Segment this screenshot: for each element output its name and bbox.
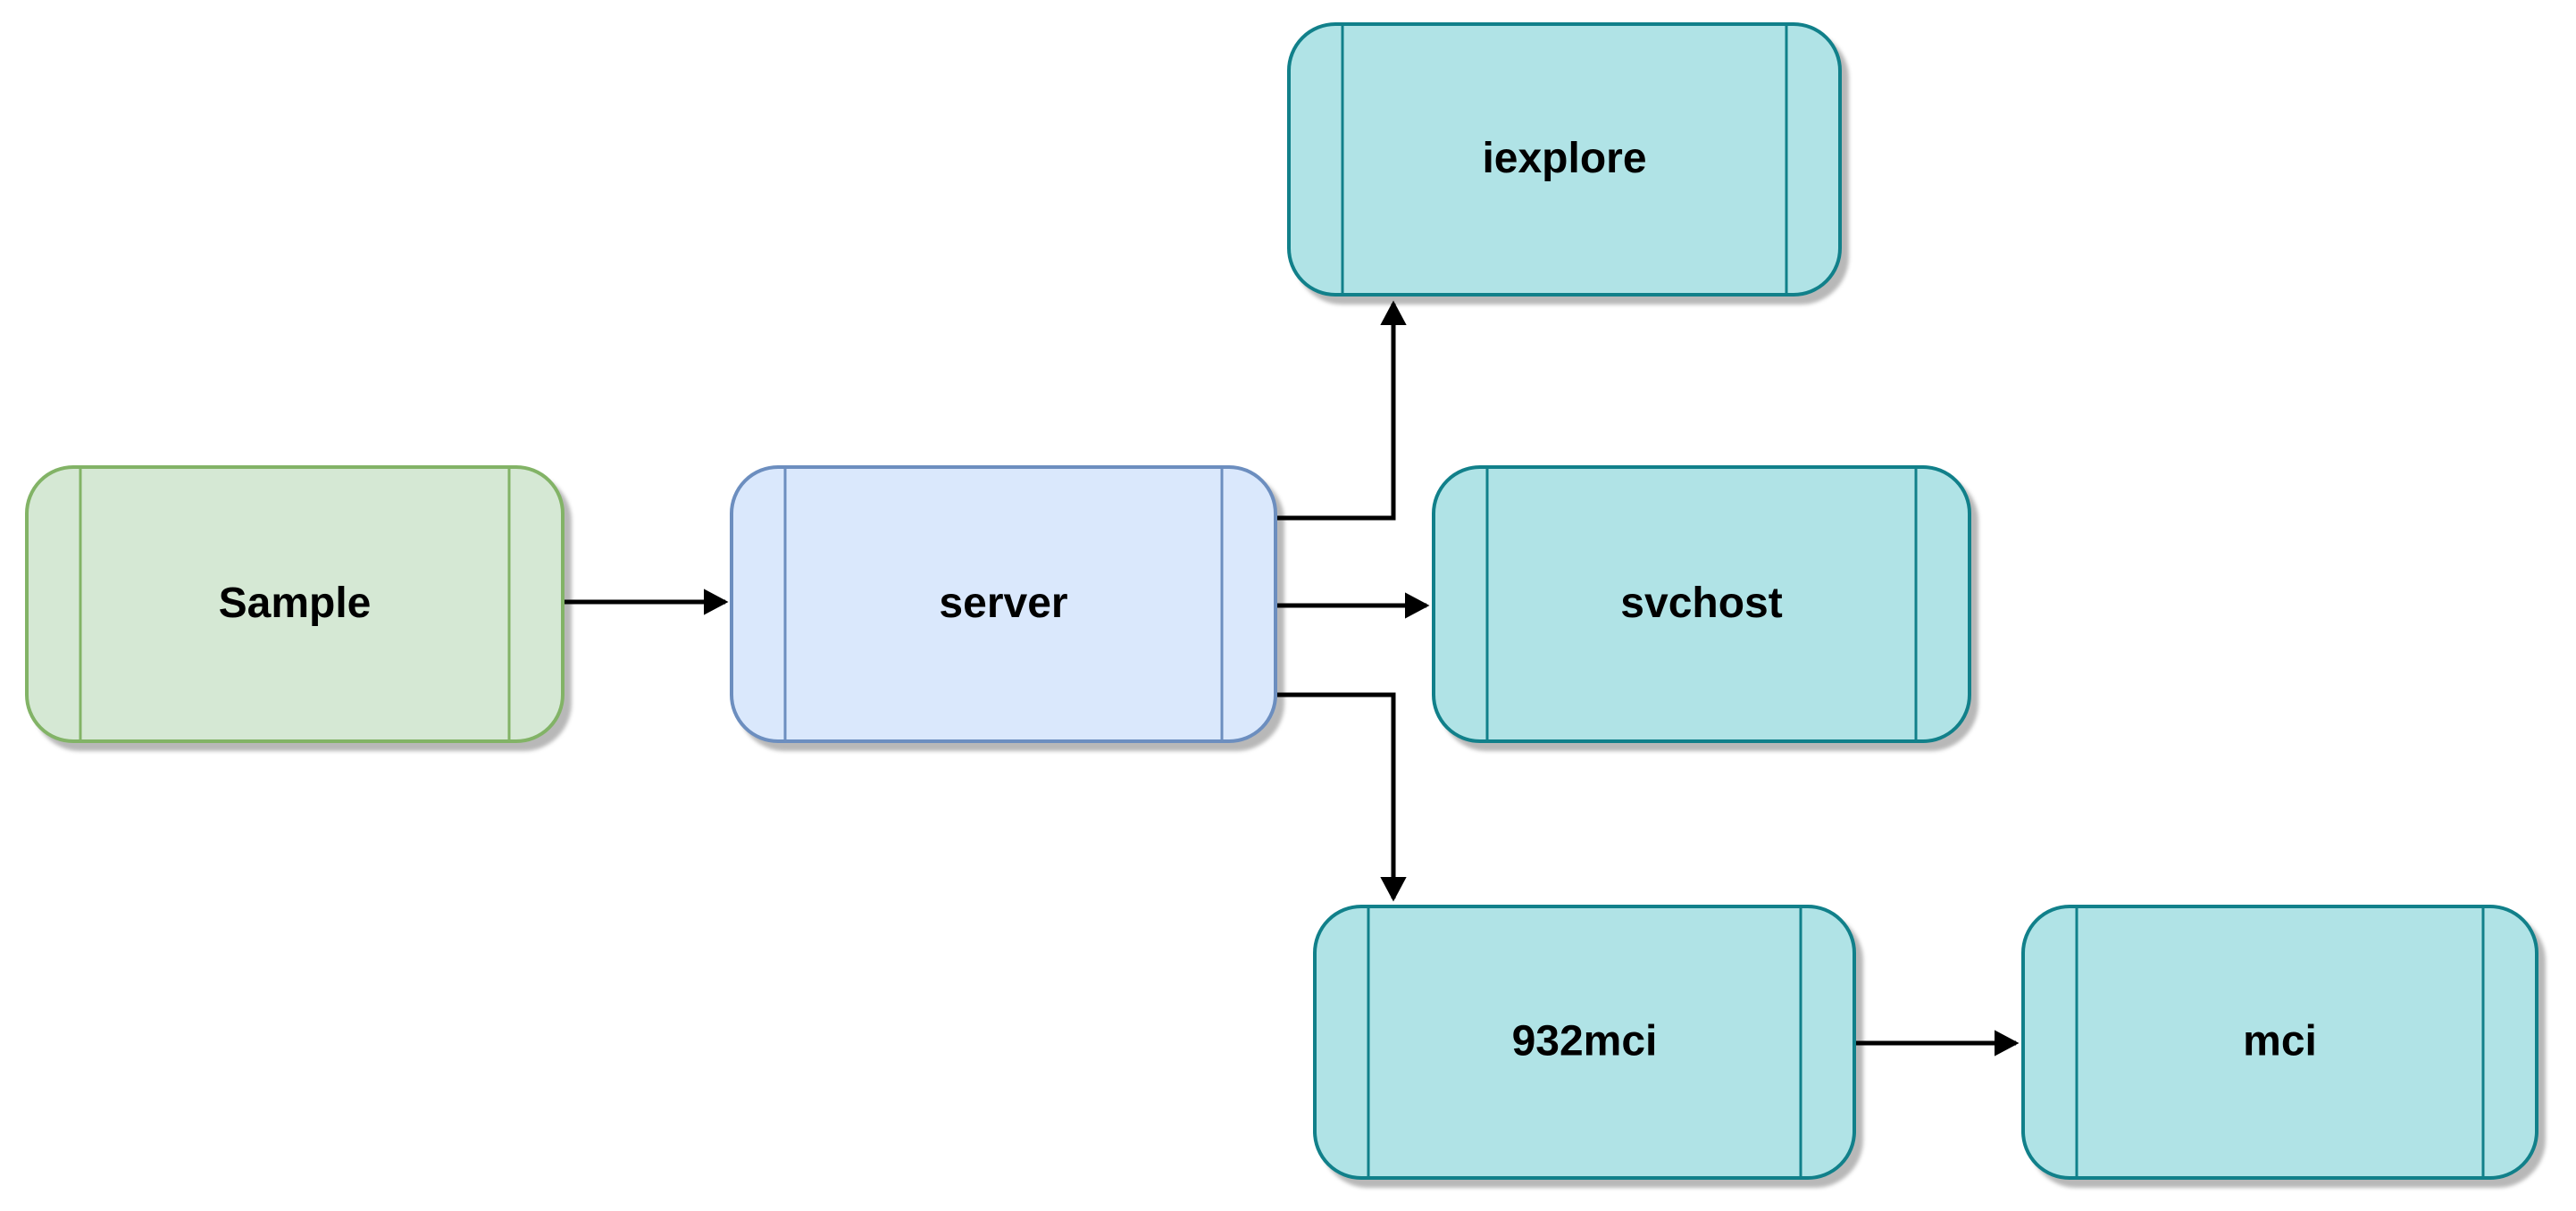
node-label-svchost: svchost [1620,580,1782,627]
node-label-mci: mci [2243,1018,2317,1065]
node-shape-mci[interactable] [2021,905,2538,1180]
node-svchost[interactable]: svchost [1432,465,1971,743]
node-label-server: server [939,580,1067,627]
node-iexplore[interactable]: iexplore [1287,22,1842,296]
node-shape-svchost[interactable] [1432,465,1971,743]
node-shape-server[interactable] [730,465,1277,743]
node-label-932mci: 932mci [1512,1018,1658,1065]
edge-server-to-932mci[interactable] [1277,692,1407,902]
node-932mci[interactable]: 932mci [1313,905,1856,1180]
node-shape-sample[interactable] [25,465,565,743]
node-sample[interactable]: Sample [25,465,565,743]
node-label-sample: Sample [219,580,372,627]
node-shape-932mci[interactable] [1313,905,1856,1180]
node-label-iexplore: iexplore [1482,135,1646,182]
node-server[interactable]: server [730,465,1277,743]
node-mci[interactable]: mci [2021,905,2538,1180]
edge-server-to-iexplore[interactable] [1277,300,1407,521]
node-shape-iexplore[interactable] [1287,22,1842,296]
